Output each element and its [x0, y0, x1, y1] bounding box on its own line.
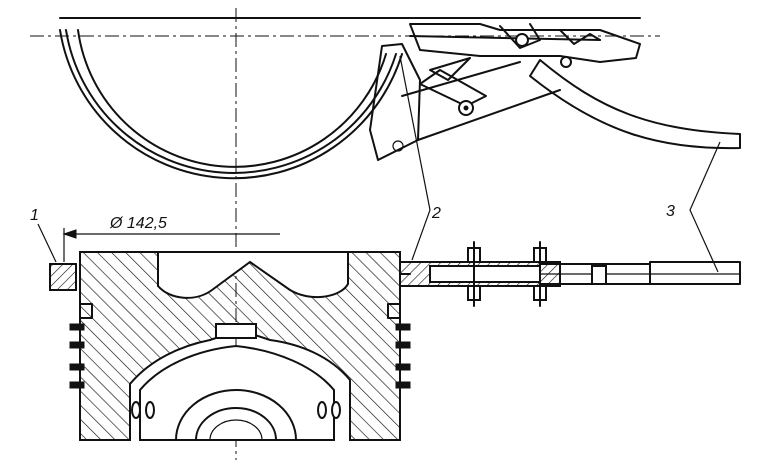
oil-hole-left-1 [131, 401, 141, 419]
latch-cam [559, 29, 601, 45]
ring-grooves-left [69, 323, 85, 389]
leader-2 [399, 55, 431, 261]
curved-lever [529, 59, 741, 150]
gauge-bolt-left [467, 241, 481, 307]
cam-pin [560, 56, 572, 68]
dim-arrow [62, 229, 77, 239]
gauge-bolt-right [533, 241, 547, 307]
gauge-anvil [49, 263, 77, 291]
gauge-bar [399, 261, 741, 287]
callout-2: 2 [431, 205, 441, 222]
oil-hole-right-1 [317, 401, 327, 419]
skirt-step-left [79, 303, 93, 319]
callout-3: 3 [666, 203, 675, 220]
latch-rail [409, 35, 601, 41]
bracket-hole [392, 140, 404, 152]
latch-pin [515, 33, 529, 47]
callout-1: 1 [30, 207, 39, 224]
pin-bore [209, 419, 263, 441]
upper-arm [401, 61, 521, 97]
piston-top-boss [215, 323, 257, 339]
crank-outer-arc [59, 29, 403, 180]
pin-boss-outer [175, 389, 297, 441]
crank-outer-arc-2 [65, 29, 397, 174]
pivot-pin-center [463, 105, 469, 111]
latch-tooth [429, 57, 471, 81]
crank-inner-arc [77, 29, 387, 168]
lower-arm [417, 89, 561, 141]
piston-bowl [157, 251, 349, 299]
dimension-label: Ø 142,5 [109, 215, 167, 232]
oil-hole-right-2 [331, 401, 341, 419]
ring-grooves-right [395, 323, 411, 389]
latch-body [409, 23, 641, 63]
oil-hole-left-2 [145, 401, 155, 419]
pivot-link [419, 69, 487, 107]
latch-hook [499, 23, 541, 49]
pin-boss-inner [195, 407, 277, 441]
piston-cavity [139, 344, 335, 441]
leader-1 [37, 223, 57, 263]
skirt-step-right [387, 303, 401, 319]
leader-3 [689, 141, 721, 273]
